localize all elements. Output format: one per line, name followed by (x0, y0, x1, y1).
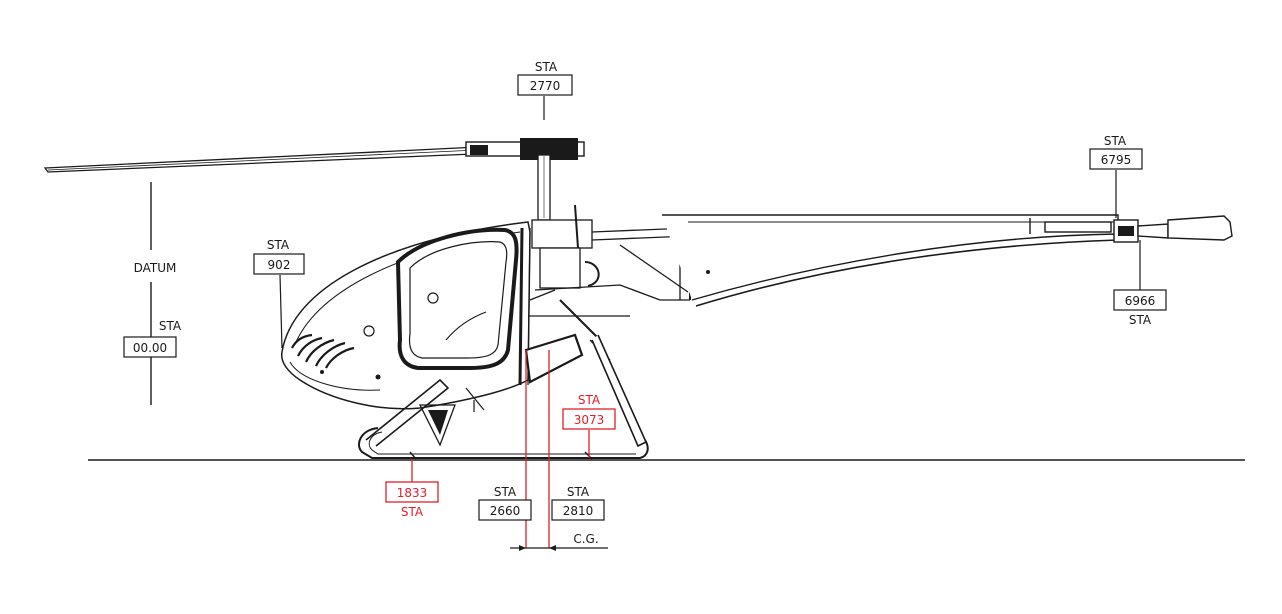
skid-tube (358, 427, 649, 459)
sta-cg-fwd-label: STA (494, 485, 517, 499)
tail-rotor (1113, 215, 1233, 243)
sta-skid-front: 1833 STA (385, 459, 439, 519)
fuel-tank (524, 333, 584, 384)
sta-skid-rear-box (562, 408, 616, 430)
sta-skid-rear: STA 3073 (562, 393, 616, 458)
sta-skid-front-value: 1833 (397, 486, 428, 500)
sta-skid-front-label: STA (401, 505, 424, 519)
sta-cg-aft-label: STA (567, 485, 590, 499)
cabin-vent (363, 325, 375, 337)
sta-tail-rotor: 6966 STA (1113, 240, 1167, 327)
sta-rotor-mast-label: STA (535, 60, 558, 74)
sta-nose-box (253, 253, 305, 275)
fuselage (280, 221, 531, 410)
sta-skid-rear-label: STA (578, 393, 601, 407)
sta-nose-value: 902 (268, 258, 291, 272)
datum-value: 00.00 (133, 341, 167, 355)
sta-tail-boom-end: STA 6795 (1089, 134, 1143, 218)
sta-cg-fwd-value: 2660 (490, 504, 521, 518)
sta-cg-aft: STA 2810 (551, 485, 605, 521)
datum-reference: DATUM STA 00.00 (123, 182, 182, 405)
tail-rotor-blade (1167, 215, 1233, 241)
tail-boom (662, 214, 1119, 307)
door-window (395, 227, 519, 370)
cg-dimension: C.G. (510, 532, 608, 551)
datum-label: DATUM (134, 261, 177, 275)
rotor-blade (43, 144, 521, 173)
cg-label: C.G. (573, 532, 598, 546)
sta-rotor-mast: STA 2770 (517, 60, 573, 120)
front-strut (365, 378, 450, 447)
door-latch (427, 292, 439, 304)
sta-skid-rear-value: 3073 (574, 413, 605, 427)
sta-skid-front-box (385, 481, 439, 503)
main-rotor (43, 138, 585, 221)
datum-value-box (123, 336, 177, 358)
sta-tail-rotor-box (1113, 289, 1167, 311)
sta-tail-boom-end-box (1089, 148, 1143, 170)
landing-gear (358, 334, 649, 460)
sta-tail-boom-end-value: 6795 (1101, 153, 1132, 167)
rear-strut (591, 334, 648, 448)
sta-rotor-mast-box (517, 74, 573, 96)
sta-cg-fwd: STA 2660 (478, 485, 532, 521)
sta-cg-aft-box (551, 499, 605, 521)
sta-tail-boom-end-label: STA (1104, 134, 1127, 148)
sta-rotor-mast-value: 2770 (530, 79, 561, 93)
sta-tail-rotor-label: STA (1129, 313, 1152, 327)
sta-cg-fwd-box (478, 499, 532, 521)
nose-vents (291, 333, 355, 369)
sta-nose-label: STA (267, 238, 290, 252)
datum-sta-label: STA (159, 319, 182, 333)
sta-cg-aft-value: 2810 (563, 504, 594, 518)
sta-nose: STA 902 (253, 238, 305, 349)
sta-tail-rotor-value: 6966 (1125, 294, 1156, 308)
